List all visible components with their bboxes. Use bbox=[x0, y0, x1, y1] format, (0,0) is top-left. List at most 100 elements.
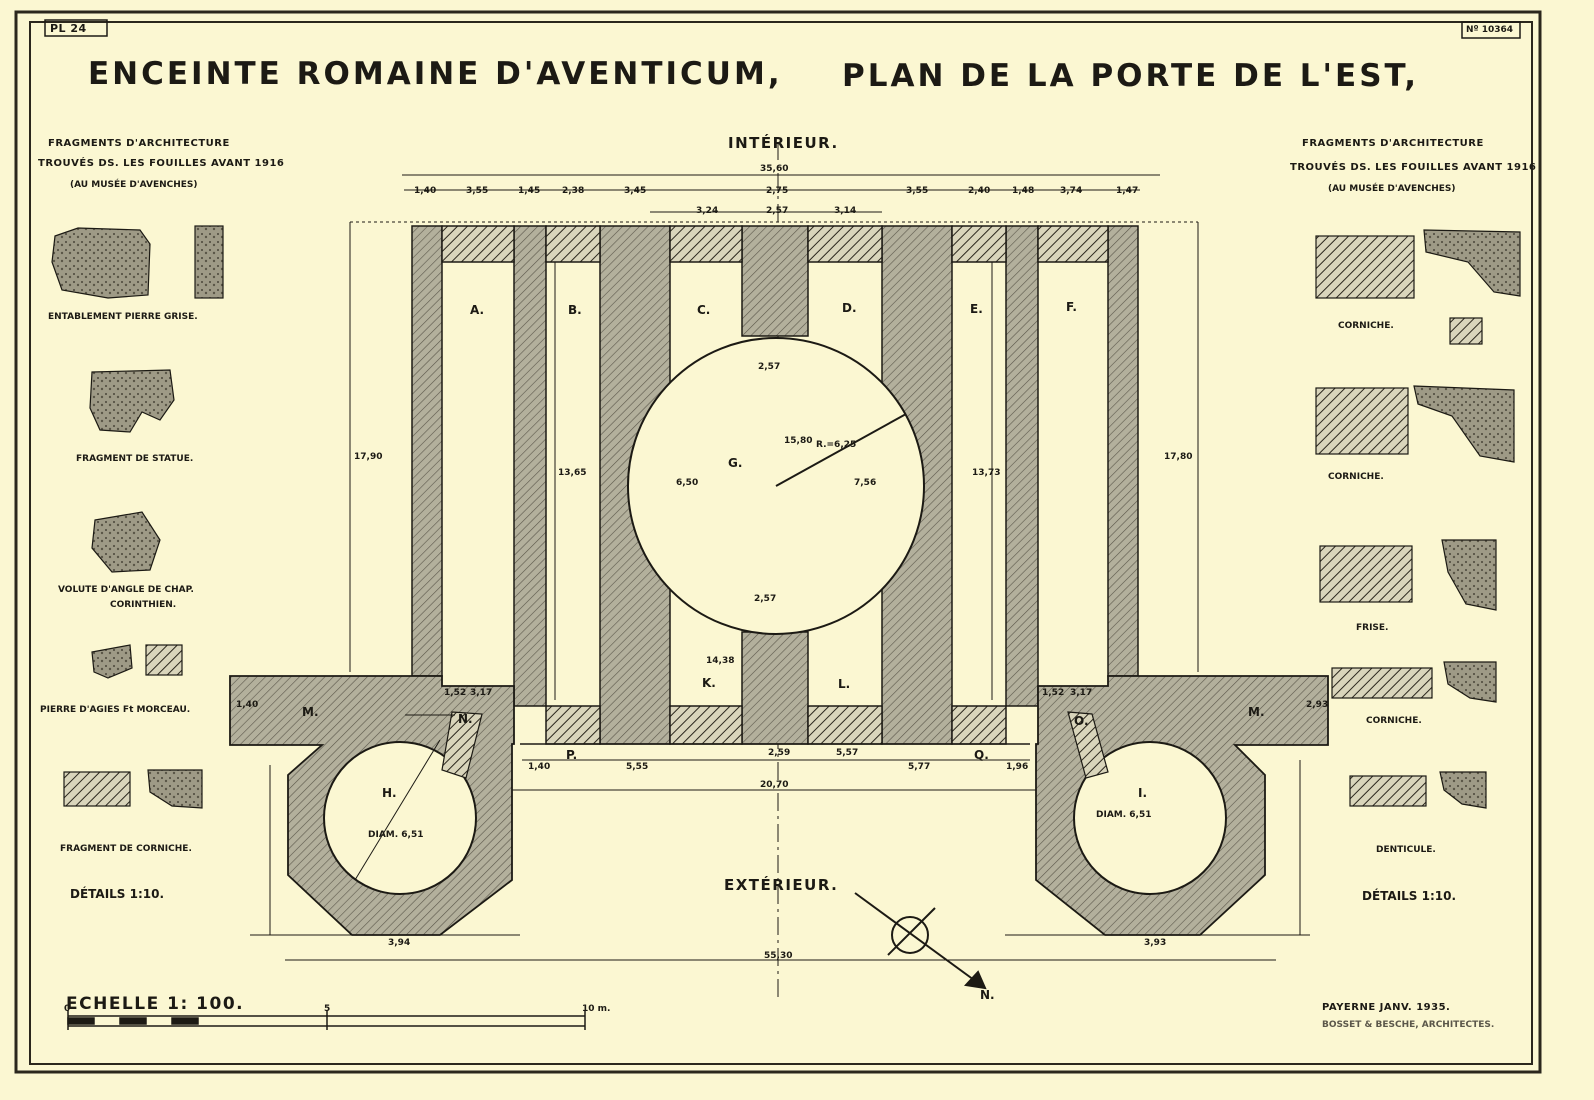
dim-top-11: 1,47 bbox=[1116, 186, 1139, 196]
room-c-label: C. bbox=[697, 303, 711, 317]
interior-label: INTÉRIEUR. bbox=[728, 134, 839, 152]
dim-top-c1: 3,24 bbox=[696, 206, 719, 216]
scale-label: ECHELLE 1: 100. bbox=[66, 994, 245, 1014]
left-caption-3: VOLUTE D'ANGLE DE CHAP. bbox=[58, 585, 194, 595]
left-caption-2: FRAGMENT DE STATUE. bbox=[76, 454, 194, 464]
room-e-label: E. bbox=[970, 302, 983, 316]
dim-top-6: 2,75 bbox=[766, 186, 789, 196]
h-diameter-line bbox=[354, 739, 441, 881]
room-m-left-label: M. bbox=[302, 705, 319, 719]
north-arrow bbox=[854, 892, 987, 990]
left-heading-3: (AU MUSÉE D'AVENCHES) bbox=[70, 180, 198, 190]
right-heading-2: TROUVÉS DS. LES FOUILLES AVANT 1916 bbox=[1290, 162, 1537, 173]
right-details: DÉTAILS 1:10. bbox=[1362, 889, 1457, 903]
dim-top-3: 1,45 bbox=[518, 186, 541, 196]
dim-kl: 14,38 bbox=[706, 656, 735, 666]
room-f-label: F. bbox=[1066, 300, 1077, 314]
scale-start: 0 bbox=[64, 1004, 71, 1014]
dim-circle-v: 15,80 bbox=[784, 436, 813, 446]
ref-box bbox=[1461, 21, 1521, 39]
room-g-label: G. bbox=[728, 456, 743, 470]
left-caption-3b: CORINTHIEN. bbox=[110, 600, 177, 610]
title-left: ENCEINTE ROMAINE D'AVENTICUM, bbox=[88, 56, 783, 92]
room-n-label: N. bbox=[458, 712, 473, 726]
left-caption-1: ENTABLEMENT PIERRE GRISE. bbox=[48, 312, 198, 322]
dim-side-l: 1,40 bbox=[236, 700, 259, 710]
dim-i-base: 3,93 bbox=[1144, 938, 1167, 948]
dim-top-c3: 3,14 bbox=[834, 206, 857, 216]
dim-top-9: 1,48 bbox=[1012, 186, 1035, 196]
room-l-label: L. bbox=[838, 677, 851, 691]
masonry-walls bbox=[411, 225, 1139, 745]
room-h-label: H. bbox=[382, 786, 397, 800]
left-heading-2: TROUVÉS DS. LES FOUILLES AVANT 1916 bbox=[38, 158, 285, 169]
dim-top-7: 3,55 bbox=[906, 186, 929, 196]
dim-top-8: 2,40 bbox=[968, 186, 991, 196]
dim-circle-bottom: 2,57 bbox=[754, 594, 777, 604]
left-fragments bbox=[51, 225, 224, 809]
dim-h-diam: DIAM. 6,51 bbox=[368, 830, 424, 840]
dim-top-4: 2,38 bbox=[562, 186, 585, 196]
dim-bot-4: 5,57 bbox=[836, 748, 859, 758]
outer-frame bbox=[14, 10, 1542, 1074]
inner-frame bbox=[29, 21, 1533, 1065]
dim-i-diam: DIAM. 6,51 bbox=[1096, 810, 1152, 820]
dim-top-10: 3,74 bbox=[1060, 186, 1083, 196]
badge-box bbox=[44, 19, 108, 37]
right-fragments bbox=[1315, 229, 1521, 809]
right-caption-1: CORNICHE. bbox=[1338, 321, 1394, 331]
room-q-label: Q. bbox=[974, 748, 989, 762]
exterior-label: EXTÉRIEUR. bbox=[724, 876, 839, 894]
dim-b-height: 13,65 bbox=[558, 468, 587, 478]
left-heading-1: FRAGMENTS D'ARCHITECTURE bbox=[48, 138, 230, 149]
right-caption-5: DENTICULE. bbox=[1376, 845, 1436, 855]
right-caption-3: FRISE. bbox=[1356, 623, 1389, 633]
dim-circle-r2: 7,56 bbox=[854, 478, 877, 488]
dim-pier-f1: 3,17 bbox=[1070, 688, 1093, 698]
dim-circle-l: 6,50 bbox=[676, 478, 699, 488]
scale-bar bbox=[67, 1010, 586, 1030]
left-caption-5: FRAGMENT DE CORNICHE. bbox=[60, 844, 192, 854]
right-caption-2: CORNICHE. bbox=[1328, 472, 1384, 482]
dim-h-base: 3,94 bbox=[388, 938, 411, 948]
dim-top-5: 3,45 bbox=[624, 186, 647, 196]
radius-line bbox=[775, 413, 907, 487]
dim-overall-bottom: 55,30 bbox=[764, 951, 793, 961]
north-label: N. bbox=[980, 988, 995, 1002]
dim-bot-1: 1,40 bbox=[528, 762, 551, 772]
scale-mid: 5 bbox=[324, 1004, 331, 1014]
dim-pier-a1: 1,52 bbox=[444, 688, 467, 698]
drawing-date: PAYERNE JANV. 1935. bbox=[1322, 1002, 1451, 1013]
dim-bot-2: 5,55 bbox=[626, 762, 649, 772]
right-tower bbox=[1035, 675, 1329, 936]
room-i-label: I. bbox=[1138, 786, 1148, 800]
dim-bot-3: 2,59 bbox=[768, 748, 791, 758]
dim-left-height: 17,90 bbox=[354, 452, 383, 462]
room-k-label: K. bbox=[702, 676, 716, 690]
dim-top-2: 3,55 bbox=[466, 186, 489, 196]
dim-e-height: 13,73 bbox=[972, 468, 1001, 478]
right-caption-4: CORNICHE. bbox=[1366, 716, 1422, 726]
left-tower bbox=[229, 675, 515, 936]
dim-top-1: 1,40 bbox=[414, 186, 437, 196]
dim-top-c2: 2,57 bbox=[766, 206, 789, 216]
drawing-architects: BOSSET & BESCHE, ARCHITECTES. bbox=[1322, 1020, 1495, 1030]
room-b-label: B. bbox=[568, 303, 582, 317]
dim-bot-6: 1,96 bbox=[1006, 762, 1029, 772]
room-d-label: D. bbox=[842, 301, 857, 315]
room-m-right-label: M. bbox=[1248, 705, 1265, 719]
dim-bot-5: 5,77 bbox=[908, 762, 931, 772]
left-details: DÉTAILS 1:10. bbox=[70, 887, 165, 901]
dim-side-r: 2,93 bbox=[1306, 700, 1329, 710]
dim-pier-a2: 3,17 bbox=[470, 688, 493, 698]
dim-overall-top: 35,60 bbox=[760, 164, 789, 174]
room-o-label: O. bbox=[1074, 714, 1089, 728]
dim-right-height: 17,80 bbox=[1164, 452, 1193, 462]
title-right: PLAN DE LA PORTE DE L'EST, bbox=[842, 58, 1420, 94]
right-heading-1: FRAGMENTS D'ARCHITECTURE bbox=[1302, 138, 1484, 149]
room-p-label: P. bbox=[566, 748, 578, 762]
dim-circle-top: 2,57 bbox=[758, 362, 781, 372]
dim-inner-bottom: 20,70 bbox=[760, 780, 789, 790]
scale-end: 10 m. bbox=[582, 1004, 611, 1014]
